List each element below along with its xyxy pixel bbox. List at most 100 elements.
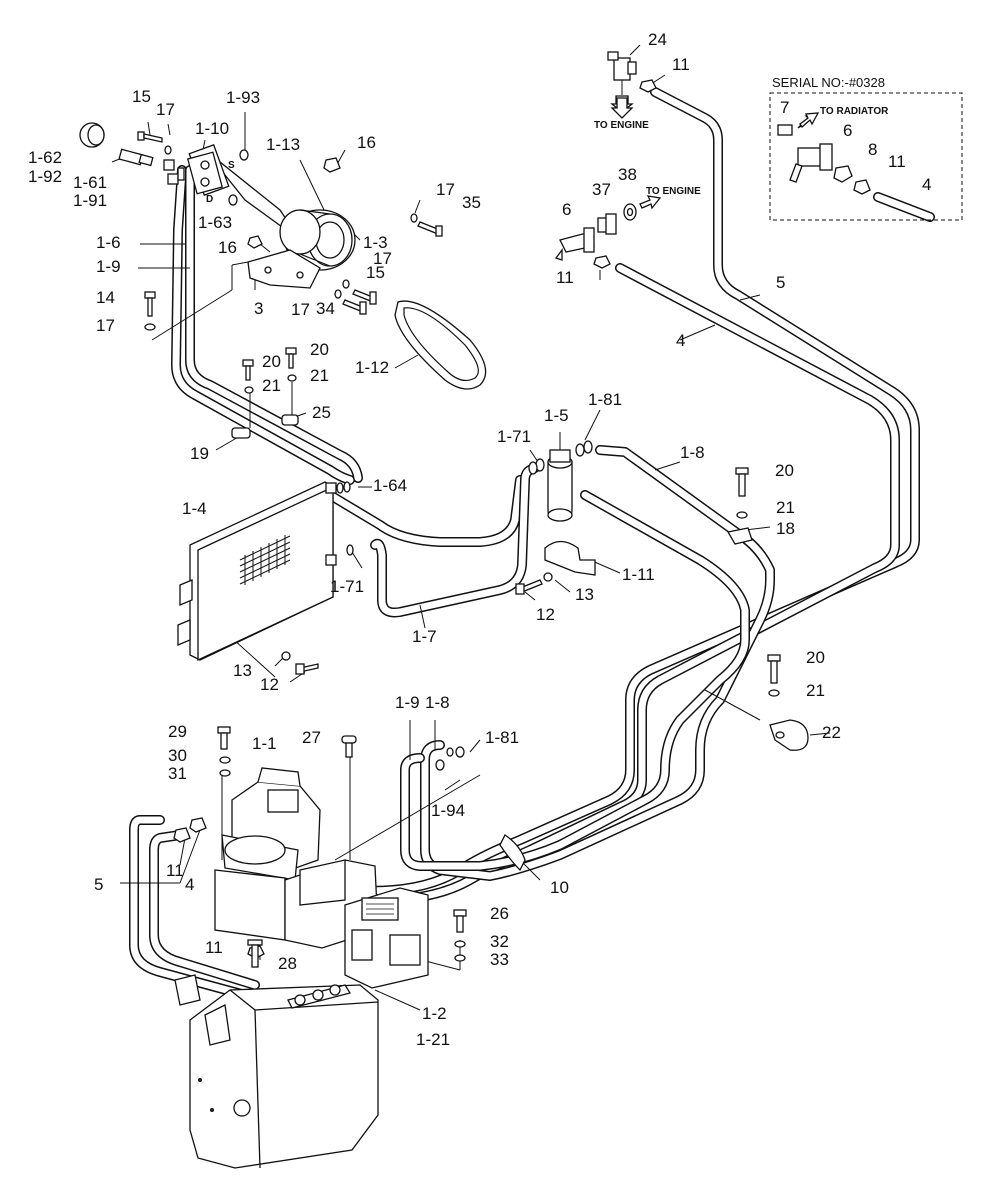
washer-13 [543,572,553,582]
label-16-b: 16 [218,238,237,257]
bracket-1-11 [544,540,596,576]
label-3: 3 [254,299,263,318]
hose-1-8-b [400,490,750,871]
label-1-10: 1-10 [195,119,229,138]
band-clamp-10 [499,834,526,872]
valve-6 [554,227,595,261]
label-21-a: 21 [262,376,281,395]
label-4-inset: 4 [922,175,931,194]
washer-21-right [736,511,748,519]
bolt-27 [341,735,357,758]
nut-16-a [323,157,341,173]
label-21-c: 21 [776,498,795,517]
label-11-bot: 11 [205,938,223,957]
label-14: 14 [96,288,115,307]
label-1-92: 1-92 [28,167,62,186]
label-1-11: 1-11 [622,565,655,584]
label-4: 4 [676,331,685,350]
label-27: 27 [302,728,321,747]
label-1-21: 1-21 [416,1030,450,1049]
nut-11-top [639,79,657,93]
unit-1-2 [284,859,429,989]
to-engine-top: TO ENGINE [594,120,649,131]
label-20-a: 20 [262,352,281,371]
label-11-top: 11 [672,55,690,74]
hose-1-6 [171,165,355,485]
bolt-15-top [137,131,163,143]
label-6-inset: 6 [843,121,852,140]
label-1-5: 1-5 [544,406,569,425]
label-13: 13 [575,585,594,604]
port-s: S [228,160,235,171]
fitting-37 [597,213,617,235]
label-20-c: 20 [775,461,794,480]
label-17-b: 17 [436,180,455,199]
to-radiator: TO RADIATOR [820,106,889,117]
clamp-18 [726,527,753,545]
bolt-28 [247,939,263,968]
label-34: 34 [316,299,335,318]
hose-5-4-left [129,815,260,1000]
arrow-to-engine-top [610,97,634,119]
label-1-7: 1-7 [412,627,437,646]
label-38: 38 [618,165,637,184]
serial-inset-frame [769,92,963,221]
label-1-63: 1-63 [198,213,232,232]
hose-4-inset [873,192,935,222]
o-ring-1-71-b [346,544,354,556]
label-20-d: 20 [806,648,825,667]
o-ring-1-63 [228,194,238,206]
label-11-low: 11 [166,861,184,880]
arrow-to-radiator [799,112,820,128]
hose-4 [355,263,900,906]
inset-valve-6 [789,143,833,183]
serial-note: SERIAL NO:-#0328 [772,75,885,90]
washer-31 [219,769,231,777]
tank-base [174,974,379,1169]
label-1-13: 1-13 [266,135,300,154]
o-rings-1-64 [336,481,351,494]
label-24: 24 [648,30,667,49]
to-engine-mid: TO ENGINE [646,186,701,197]
label-1-12: 1-12 [355,358,389,377]
clamp-25 [281,414,299,426]
label-1-93: 1-93 [226,88,260,107]
label-1-8-b: 1-8 [425,693,450,712]
bolt-14 [144,291,156,317]
label-29: 29 [168,722,187,741]
label-7: 7 [780,98,789,117]
label-1-4: 1-4 [182,499,207,518]
label-32: 32 [490,932,509,951]
hose-1-9-main [325,475,525,547]
bolt-20-lower [767,654,781,684]
washers-17 [144,213,418,331]
label-21-d: 21 [806,681,825,700]
label-19: 19 [190,444,209,463]
label-1-81-b: 1-81 [485,728,519,747]
bolt-35 [417,221,443,237]
label-35: 35 [462,193,481,212]
bolt-15 [352,289,377,305]
label-26: 26 [490,904,509,923]
bolt-washer-12-13-b [281,651,319,675]
washer-17-top [164,145,172,155]
inset-nut-8 [833,165,853,183]
label-13-b: 13 [233,661,252,680]
label-15: 15 [132,87,151,106]
label-18: 18 [776,519,795,538]
washer-30 [219,756,231,764]
label-1-64: 1-64 [373,476,407,495]
label-17-c: 17 [373,249,392,268]
label-17-d: 17 [96,316,115,335]
nut-11-mid [593,255,611,269]
label-1-62: 1-62 [28,148,62,167]
label-37: 37 [592,180,611,199]
label-20-b: 20 [310,340,329,359]
label-30: 30 [168,746,187,765]
hose-1-9 [185,165,363,483]
label-6: 6 [562,200,571,219]
port-d: D [206,194,213,205]
charge-valves [163,159,185,185]
label-1-9-b: 1-9 [395,693,420,712]
